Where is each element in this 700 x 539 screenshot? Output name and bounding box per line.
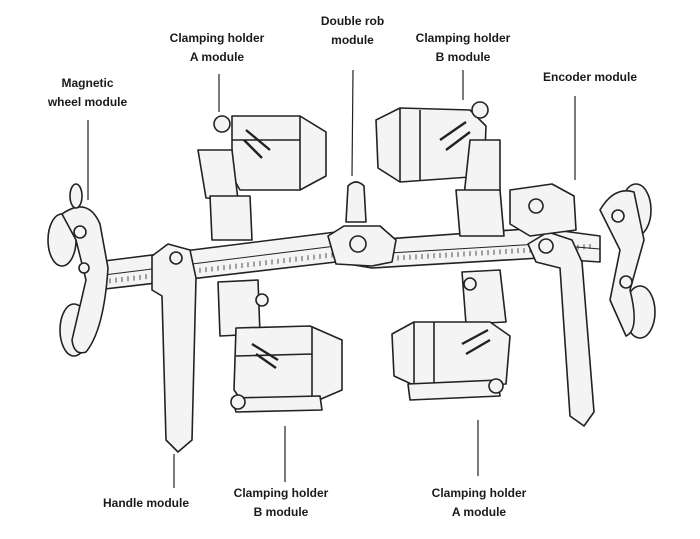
leader-lines	[87, 69, 576, 488]
right-magnetic-wheel	[599, 183, 656, 339]
label-handle: Handle module	[102, 496, 189, 510]
left-handle	[151, 243, 197, 453]
center-post	[345, 181, 367, 223]
label-clamping-holder-b-top: Clamping holder B module	[415, 31, 511, 64]
label-encoder: Encoder module	[542, 70, 637, 84]
label-clamping-holder-a-top: Clamping holder A module	[169, 31, 265, 64]
label-clamping-holder-b-bottom: Clamping holder B module	[233, 486, 329, 519]
clamp-b-bottom	[217, 279, 343, 413]
label-double-rob: Double rob module	[320, 14, 385, 47]
left-magnetic-wheel	[47, 183, 109, 357]
label-magnetic-wheel: Magnetic wheel module	[47, 76, 128, 109]
clamp-a-top	[197, 115, 327, 241]
clamp-b-top	[375, 101, 505, 237]
encoder	[509, 183, 577, 237]
right-handle	[527, 231, 595, 427]
label-clamping-holder-a-bottom: Clamping holder A module	[431, 486, 527, 519]
clamp-a-bottom	[391, 269, 511, 401]
